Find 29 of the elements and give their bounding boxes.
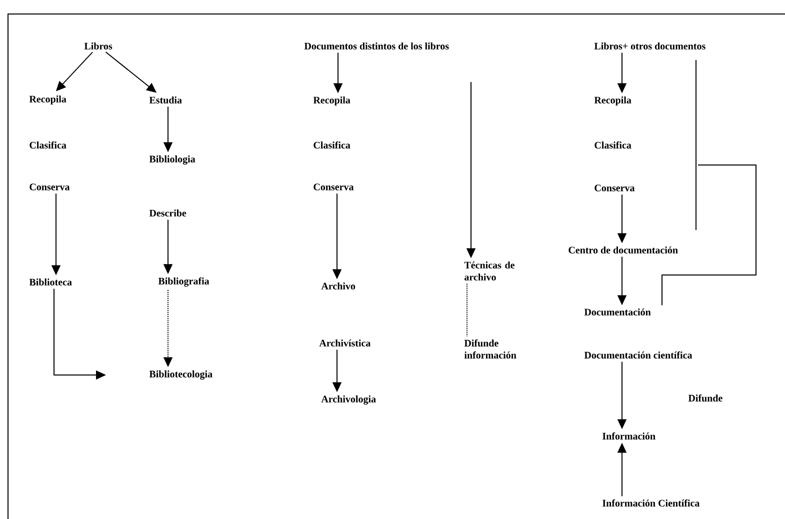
node-text: Información <box>602 432 656 440</box>
node-text: Documentos distintos de los libros <box>304 42 449 50</box>
node-text: Centro de documentación <box>568 246 678 254</box>
node-text: Bibliologia <box>149 155 196 165</box>
node-text: Técnicas de archivo <box>464 261 514 280</box>
node-text: Información Científica <box>602 499 700 507</box>
node-text: Conserva <box>314 184 354 190</box>
node-text: Clasifica <box>594 141 632 149</box>
node-text: Conserva <box>594 184 635 192</box>
node-text: Archivologia <box>321 395 376 405</box>
node-text: Describe <box>149 209 186 216</box>
node-text: Clasifica <box>314 141 350 149</box>
node-text: Documentación <box>584 308 651 316</box>
node-text: Archivística <box>319 339 371 346</box>
node-text: Recopila <box>594 96 632 106</box>
node-text: Bibliografia <box>158 277 210 287</box>
node-text: Documentación científica <box>584 351 692 359</box>
node-text: Recopila <box>29 95 66 105</box>
node-text: Estudia <box>149 96 182 104</box>
node-text: Archivo <box>321 282 356 290</box>
node-text: Biblioteca <box>29 278 72 286</box>
note-text: Difunde <box>688 394 722 402</box>
node-text: Libros <box>84 42 112 50</box>
node-text: Clasifica <box>30 141 66 149</box>
node-text: Libros+ otros documentos <box>594 42 706 50</box>
node-text: Difunde información <box>464 339 516 359</box>
node-text: Bibliotecologia <box>149 370 212 380</box>
node-text: Conserva <box>30 184 70 190</box>
node-text: Recopila <box>313 96 350 106</box>
